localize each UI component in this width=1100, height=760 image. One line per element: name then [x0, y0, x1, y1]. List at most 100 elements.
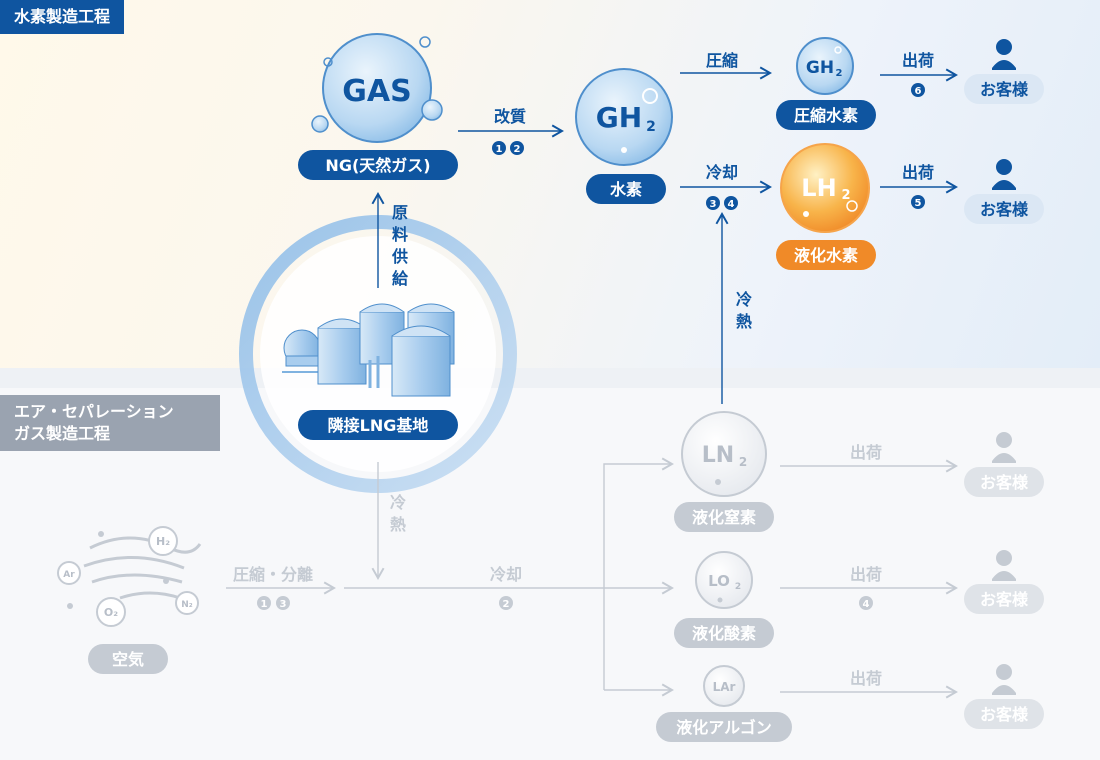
comp-sep-step-1	[257, 596, 271, 610]
person-icon	[996, 664, 1012, 680]
lh2-pill	[776, 240, 876, 270]
lo2-text: LO	[708, 572, 730, 590]
supply-label-3: 供	[391, 247, 408, 266]
ship-1-step-text: 6	[915, 86, 922, 97]
supply-label-4: 給	[392, 269, 409, 288]
gh2-comp-label: 圧縮水素	[794, 106, 858, 125]
person-icon	[996, 550, 1012, 566]
ln2-text: LN	[702, 443, 734, 468]
ship-4-step	[859, 596, 873, 610]
customer-2-label: お客様	[980, 200, 1029, 219]
customer-1-label: お客様	[980, 80, 1029, 99]
molecule-ar: Ar	[63, 570, 75, 580]
cool-air-label: 冷却	[490, 565, 522, 584]
lar-pill	[656, 712, 792, 742]
air-molecules-icon: H₂ Ar O₂ N₂	[57, 526, 202, 627]
lh2-node: LH 2	[780, 143, 870, 233]
person-icon	[996, 432, 1012, 448]
lh2-label: 液化水素	[794, 246, 858, 265]
reform-step-2	[510, 141, 524, 155]
hydrogen-section-tag: 水素製造工程	[0, 0, 125, 34]
reform-step-1-text: 1	[496, 144, 503, 155]
lng-pill	[298, 410, 458, 440]
customer-3-label: お客様	[980, 473, 1029, 492]
reform-step-2-text: 2	[514, 144, 521, 155]
air-pill	[88, 644, 168, 674]
ship-4-label: 出荷	[850, 565, 882, 584]
comp-sep-step-3-text: 3	[280, 599, 287, 610]
customer-3: お客様	[964, 432, 1044, 497]
person-icon	[996, 39, 1012, 55]
comp-sep-label: 圧縮・分離	[233, 565, 313, 584]
lo2-sub: 2	[735, 582, 741, 592]
gh2-node-text: GH	[596, 101, 642, 134]
lo2-pill	[674, 618, 774, 648]
lh2-sub: 2	[841, 188, 850, 203]
gh2-label: 水素	[610, 180, 642, 199]
gh2-node-sub: 2	[646, 119, 656, 135]
lo2-node: LO 2	[695, 551, 753, 609]
ship-3-label: 出荷	[850, 443, 882, 462]
molecule-h2: H₂	[156, 535, 170, 548]
gh2-comp-pill	[776, 100, 876, 130]
cool-step-4	[724, 196, 738, 210]
lng-tanks-icon	[282, 303, 455, 397]
cool-air-step-2	[499, 596, 513, 610]
ln2-node: LN 2	[681, 411, 767, 497]
cool-step-3-text: 3	[710, 199, 717, 210]
ng-pill	[298, 150, 458, 180]
customer-5: お客様	[964, 664, 1044, 729]
gh2-comp-text: GH	[806, 58, 834, 78]
customer-4-label: お客様	[980, 590, 1029, 609]
lar-text: LAr	[713, 680, 736, 694]
cold-heat-down-1: 冷	[390, 493, 406, 512]
air-section-tag-line-2: ガス製造工程	[14, 424, 111, 443]
ship-1-step	[911, 83, 925, 97]
ln2-label: 液化窒素	[692, 508, 756, 527]
customer-1: お客様	[964, 39, 1044, 104]
lo2-label: 液化酸素	[692, 624, 756, 643]
person-icon	[996, 159, 1012, 175]
molecule-o2: O₂	[104, 606, 118, 619]
supply-label-2: 料	[392, 225, 408, 244]
ln2-pill	[674, 502, 774, 532]
air-label: 空気	[112, 650, 144, 669]
supply-label-1: 原	[392, 203, 408, 222]
lng-label: 隣接LNG基地	[328, 416, 429, 435]
lar-label: 液化アルゴン	[676, 718, 772, 737]
cool-h2-label: 冷却	[706, 163, 738, 182]
air-section-tag-line-1: エア・セパレーション	[14, 402, 174, 421]
ship-4-step-text: 4	[863, 599, 870, 610]
compress-label: 圧縮	[706, 51, 738, 70]
gh2-pill	[586, 174, 666, 204]
cold-heat-up-2: 熱	[736, 312, 752, 331]
hydrogen-section-background	[0, 0, 1100, 368]
cool-step-4-text: 4	[728, 199, 735, 210]
ship-2-step	[911, 195, 925, 209]
gh2-comp-sub: 2	[836, 68, 843, 79]
ship-1-label: 出荷	[902, 51, 934, 70]
customer-2: お客様	[964, 159, 1044, 224]
reform-label: 改質	[494, 107, 526, 126]
ship-2-step-text: 5	[915, 198, 922, 209]
cool-air-step-2-text: 2	[503, 599, 510, 610]
cold-heat-up-1: 冷	[736, 290, 752, 309]
cold-heat-down-2: 熱	[390, 515, 406, 534]
customer-4: お客様	[964, 550, 1044, 614]
comp-sep-step-1-text: 1	[261, 599, 268, 610]
lh2-text: LH	[801, 174, 836, 202]
molecule-n2: N₂	[181, 600, 193, 610]
comp-sep-step-3	[276, 596, 290, 610]
ship-5-label: 出荷	[850, 669, 882, 688]
reform-step-1	[492, 141, 506, 155]
ship-2-label: 出荷	[902, 163, 934, 182]
branch-ln2-arrow	[603, 457, 674, 690]
customer-5-label: お客様	[980, 705, 1029, 724]
gh2-compressed-node: GH 2	[796, 37, 854, 95]
ln2-sub: 2	[739, 455, 747, 469]
air-section-tag: エア・セパレーション ガス製造工程	[0, 395, 220, 451]
ng-label: NG(天然ガス)	[325, 156, 430, 175]
gas-node-text: GAS	[342, 74, 411, 109]
